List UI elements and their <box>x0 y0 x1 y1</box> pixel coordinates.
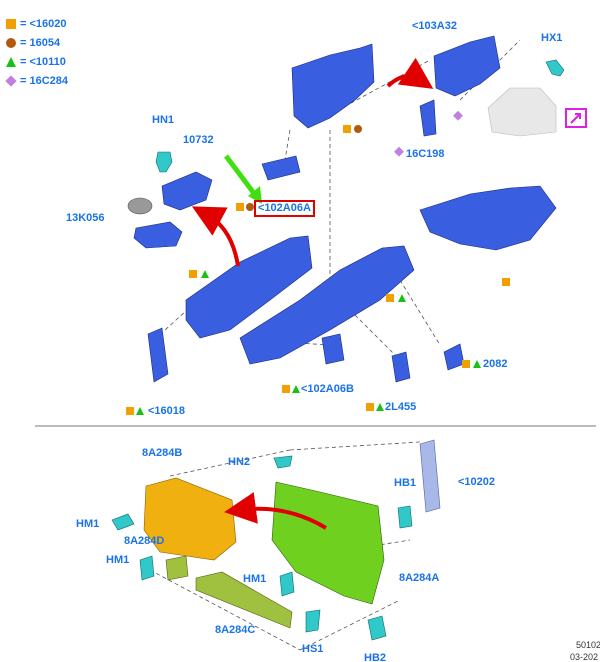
bracket-10202 <box>419 439 441 513</box>
square-icon <box>6 18 16 29</box>
yellow-deflector <box>143 477 237 561</box>
legend-row-16020: = <16020 <box>6 14 68 33</box>
legend-label: = <16020 <box>20 17 67 30</box>
footer-date: 03-202 <box>570 652 599 662</box>
label-102a06b[interactable]: <102A06B <box>301 383 354 395</box>
fasteners-bottom <box>111 455 413 641</box>
green-radiator-support <box>271 481 385 605</box>
circle-icon <box>6 37 16 48</box>
hb2-fastener <box>367 615 387 641</box>
right-crossmember <box>419 185 557 251</box>
legend: = <16020 = 16054 = <10110 = 16C284 <box>5 14 69 90</box>
hb1-fastener <box>397 505 413 529</box>
red-arrow-bottom <box>224 492 328 530</box>
label-102a06a-highlight[interactable]: <102A06A <box>254 200 315 217</box>
legend-row-16054: = 16054 <box>6 33 68 52</box>
label-8a284d[interactable]: 8A284D <box>124 535 165 547</box>
legend-label: = <10110 <box>20 55 66 68</box>
fender-link-box[interactable] <box>565 108 587 128</box>
bracket-103a32 <box>433 35 501 97</box>
label-103a32[interactable]: <103A32 <box>412 20 457 32</box>
hm1-fastener-b <box>139 555 155 581</box>
13k056-grommet <box>127 197 153 215</box>
upper-apron-part <box>291 43 375 129</box>
label-hb2[interactable]: HB2 <box>364 652 387 661</box>
label-hn1[interactable]: HN1 <box>152 114 175 126</box>
label-2l455[interactable]: 2L455 <box>385 401 417 413</box>
bracket-2l455 <box>391 351 411 383</box>
label-hm1-c[interactable]: HM1 <box>243 573 267 585</box>
footer-code: 50102 <box>576 640 600 650</box>
legend-label: = 16054 <box>20 36 61 49</box>
hs1-fastener <box>305 609 321 633</box>
bracket-13k056 <box>133 221 183 249</box>
label-hx1[interactable]: HX1 <box>541 32 563 44</box>
red-arrow-left <box>191 206 240 267</box>
hm1-fastener-a <box>111 513 135 531</box>
triangle-icon <box>6 56 16 67</box>
bracket-10732 <box>161 171 213 211</box>
arrow-up-right-icon <box>570 113 581 124</box>
blue-parts-top <box>133 35 557 383</box>
label-8a284c[interactable]: 8A284C <box>215 624 256 636</box>
green-arrow <box>224 154 258 198</box>
label-2082[interactable]: 2082 <box>483 358 508 370</box>
legend-row-10110: = <10110 <box>6 52 68 71</box>
bracket-8a284d <box>165 555 189 581</box>
center-rail <box>239 245 415 365</box>
label-16c198[interactable]: 16C198 <box>406 148 445 160</box>
bracket-102a06b <box>321 333 345 365</box>
left-rail <box>185 235 313 339</box>
fasteners-top <box>155 59 565 173</box>
fender-ghost <box>487 87 557 137</box>
label-16018[interactable]: <16018 <box>148 405 186 417</box>
red-arrow-top-right <box>386 57 434 89</box>
label-13k056[interactable]: 13K056 <box>66 212 105 224</box>
bracket-small-16c198 <box>419 99 437 137</box>
label-hn2[interactable]: HN2 <box>228 456 251 468</box>
legend-label: = 16C284 <box>20 74 69 87</box>
hn2-fastener <box>273 455 293 469</box>
label-8a284b[interactable]: 8A284B <box>142 447 183 459</box>
label-10202[interactable]: <10202 <box>458 476 496 488</box>
hn1-fastener <box>155 151 173 173</box>
hx1-fastener <box>545 59 565 77</box>
label-hm1-a[interactable]: HM1 <box>76 518 100 530</box>
label-hm1-b[interactable]: HM1 <box>106 554 130 566</box>
legend-row-16c284: = 16C284 <box>5 71 69 90</box>
bracket-102a06a <box>261 155 301 181</box>
bar-8a284c <box>195 571 293 629</box>
green-arrowhead <box>248 186 262 204</box>
bracket-2082 <box>443 343 465 371</box>
label-8a284a[interactable]: 8A284A <box>399 572 440 584</box>
label-hb1[interactable]: HB1 <box>394 477 417 489</box>
hm1-fastener-c <box>279 571 295 597</box>
label-10732[interactable]: 10732 <box>183 134 214 146</box>
label-hs1[interactable]: HS1 <box>302 643 324 655</box>
diamond-icon <box>5 74 17 87</box>
bracket-16018 <box>147 327 169 383</box>
